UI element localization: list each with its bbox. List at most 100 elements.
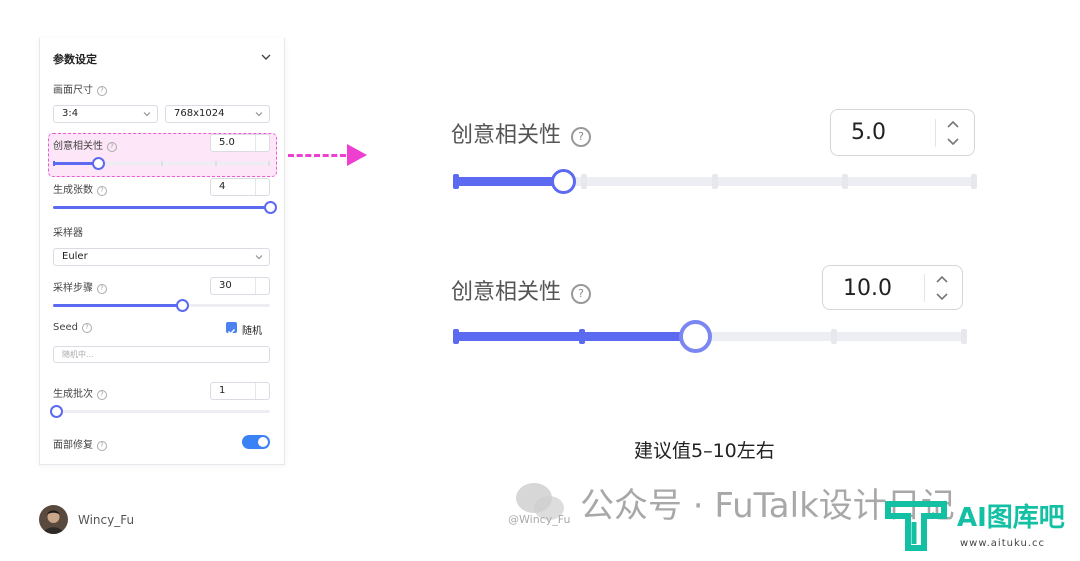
logo-text: AI图库吧 xyxy=(957,503,1065,533)
zoom1-slider[interactable] xyxy=(453,169,977,194)
stepper-divider xyxy=(924,274,925,302)
batch-value: 1 xyxy=(219,385,226,396)
creativity-label: 创意相关性? xyxy=(53,137,117,152)
count-input[interactable]: 4 xyxy=(210,178,270,196)
steps-text: 采样步骤 xyxy=(53,283,93,294)
steps-slider[interactable] xyxy=(53,299,270,312)
batch-slider-knob[interactable] xyxy=(50,405,63,418)
chevron-down-icon xyxy=(255,255,263,260)
zoom1-label-text: 创意相关性 xyxy=(451,123,562,148)
wechat-icon xyxy=(516,483,564,520)
batch-slider[interactable] xyxy=(50,405,270,418)
help-icon[interactable]: ? xyxy=(571,284,592,304)
count-value: 4 xyxy=(219,181,226,192)
slider-tick xyxy=(971,174,977,189)
slider-tick xyxy=(268,161,270,166)
stepper-icon[interactable] xyxy=(255,179,269,195)
settings-panel: 参数设定 画面尺寸? 3:4 768x1024 创意相关性? 5.0 生成张数?… xyxy=(39,38,285,465)
count-slider[interactable] xyxy=(53,201,277,214)
zoom1-label: 创意相关性? xyxy=(451,117,592,149)
chevron-down-icon xyxy=(255,112,263,117)
creativity-input[interactable]: 5.0 xyxy=(210,134,270,152)
slider-tick xyxy=(53,161,55,166)
panel-title: 参数设定 xyxy=(53,53,97,66)
help-icon[interactable]: ? xyxy=(82,323,92,333)
toggle-knob xyxy=(258,437,268,447)
help-icon[interactable]: ? xyxy=(571,127,592,147)
count-label: 生成张数? xyxy=(53,181,107,196)
stepper-icon[interactable] xyxy=(255,135,269,151)
ratio-select[interactable]: 3:4 xyxy=(53,105,158,123)
stepper-divider xyxy=(935,119,936,147)
slider-tick xyxy=(842,174,848,189)
slider-tick xyxy=(581,174,587,189)
slider-tick xyxy=(712,174,718,189)
dashed-arrow-line xyxy=(288,154,346,157)
chevron-down-icon[interactable] xyxy=(260,51,272,63)
count-slider-knob[interactable] xyxy=(264,201,277,214)
help-icon[interactable]: ? xyxy=(97,441,107,451)
watermark-sub: @Wincy_Fu xyxy=(508,513,571,526)
zoom2-slider[interactable] xyxy=(453,320,967,353)
creativity-text: 创意相关性 xyxy=(53,141,103,152)
slider-tick xyxy=(453,174,459,189)
random-label: 随机 xyxy=(242,326,262,337)
zoom2-slider-fill xyxy=(453,332,689,341)
random-checkbox[interactable] xyxy=(226,322,237,335)
slider-tick xyxy=(161,161,163,166)
steps-input[interactable]: 30 xyxy=(210,277,270,295)
zoom2-input[interactable]: 10.0 xyxy=(822,265,963,310)
batch-input[interactable]: 1 xyxy=(210,382,270,400)
arrow-head-icon xyxy=(347,144,367,166)
face-fix-label: 面部修复? xyxy=(53,436,107,451)
zoom2-label-text: 创意相关性 xyxy=(451,280,562,305)
creativity-slider[interactable] xyxy=(53,157,270,170)
zoom1-slider-fill xyxy=(453,177,563,186)
sampler-value: Euler xyxy=(62,251,88,262)
count-text: 生成张数 xyxy=(53,185,93,196)
batch-text: 生成批次 xyxy=(53,389,93,400)
sampler-label: 采样器 xyxy=(53,228,83,239)
sampler-select[interactable]: Euler xyxy=(53,248,270,266)
stepper-icon[interactable] xyxy=(255,278,269,294)
recommendation-caption: 建议值5–10左右 xyxy=(634,440,775,462)
author-name: Wincy_Fu xyxy=(78,513,135,527)
count-slider-fill xyxy=(53,206,270,209)
zoom1-input[interactable]: 5.0 xyxy=(830,109,975,156)
help-icon[interactable]: ? xyxy=(97,390,107,400)
zoom1-value: 5.0 xyxy=(851,120,886,145)
zoom2-slider-knob[interactable] xyxy=(679,320,712,353)
logo-url: www.aituku.cc xyxy=(960,538,1045,549)
face-fix-toggle[interactable] xyxy=(242,435,270,449)
help-icon[interactable]: ? xyxy=(107,142,117,152)
canvas-size-text: 画面尺寸 xyxy=(53,85,93,96)
avatar xyxy=(39,505,68,534)
steps-label: 采样步骤? xyxy=(53,279,107,294)
avatar-image xyxy=(43,510,64,534)
stepper-icon[interactable] xyxy=(255,383,269,399)
seed-placeholder: 随机中... xyxy=(62,350,94,359)
stepper-icon[interactable] xyxy=(945,118,961,148)
creativity-value: 5.0 xyxy=(219,137,235,148)
slider-tick xyxy=(579,329,585,344)
batch-label: 生成批次? xyxy=(53,385,107,400)
slider-tick xyxy=(831,329,837,344)
help-icon[interactable]: ? xyxy=(97,284,107,294)
steps-slider-knob[interactable] xyxy=(176,299,189,312)
slider-tick xyxy=(453,329,459,344)
logo-icon xyxy=(885,501,947,551)
zoom1-slider-knob[interactable] xyxy=(551,169,576,194)
zoom2-label: 创意相关性? xyxy=(451,274,592,306)
resolution-value: 768x1024 xyxy=(174,108,225,119)
seed-input[interactable]: 随机中... xyxy=(53,346,270,363)
resolution-select[interactable]: 768x1024 xyxy=(165,105,270,123)
check-icon xyxy=(227,328,236,335)
creativity-slider-knob[interactable] xyxy=(92,157,105,170)
ratio-value: 3:4 xyxy=(62,108,79,119)
canvas-size-label: 画面尺寸? xyxy=(53,81,107,96)
seed-text: Seed xyxy=(53,322,78,333)
stepper-icon[interactable] xyxy=(934,273,950,303)
help-icon[interactable]: ? xyxy=(97,86,107,96)
chevron-down-icon xyxy=(143,112,151,117)
help-icon[interactable]: ? xyxy=(97,186,107,196)
